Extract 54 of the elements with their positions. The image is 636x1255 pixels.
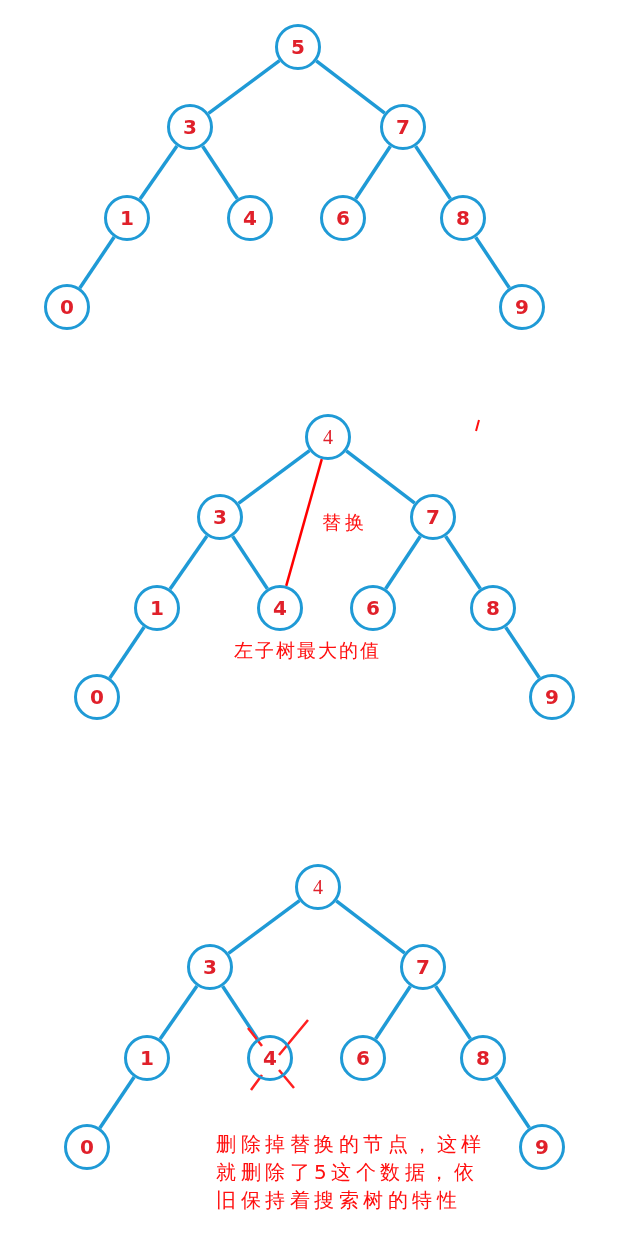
tree-node: 9: [499, 284, 545, 330]
tree-edge: [207, 59, 281, 115]
tree-node: 0: [64, 1124, 110, 1170]
tree-node: 6: [340, 1035, 386, 1081]
tree-edge: [221, 985, 259, 1040]
tree-node: 9: [529, 674, 575, 720]
tree-node: 7: [400, 944, 446, 990]
tree-node: 1: [134, 585, 180, 631]
node-caption: 左子树最大的值: [234, 638, 381, 663]
tree-node: 4: [305, 414, 351, 460]
note-text: 删除掉替换的节点，这样就删除了5这个数据，依旧保持着搜索树的特性: [216, 1131, 487, 1214]
tree-edge: [227, 899, 301, 955]
tree-node: 1: [104, 195, 150, 241]
tree-edge: [138, 144, 179, 201]
tree-node: 0: [44, 284, 90, 330]
tree-edge: [345, 449, 416, 505]
tree-node: 8: [470, 585, 516, 631]
tree-node: 4: [295, 864, 341, 910]
tree-node: 8: [440, 195, 486, 241]
tree-edge: [168, 534, 209, 591]
tree-node: 6: [350, 585, 396, 631]
tree-edge: [474, 236, 511, 289]
tree-node: 7: [410, 494, 456, 540]
tree-edge: [444, 535, 482, 590]
tree-node: 7: [380, 104, 426, 150]
tree-edge: [414, 145, 452, 200]
tree-edge: [237, 449, 311, 505]
tree-edge: [494, 1076, 531, 1129]
tree-edge: [78, 236, 116, 289]
tree-node: 3: [197, 494, 243, 540]
tree-node: 4: [247, 1035, 293, 1081]
tree-node: 3: [167, 104, 213, 150]
tree-node: 4: [227, 195, 273, 241]
tree-edge: [231, 535, 269, 590]
tree-edge: [354, 145, 392, 200]
replacement-line: [285, 458, 323, 587]
tree-node: 6: [320, 195, 366, 241]
tree-node: 0: [74, 674, 120, 720]
tree-edge: [158, 984, 199, 1041]
tree-node: 4: [257, 585, 303, 631]
tree-edge: [504, 626, 541, 679]
tree-edge: [201, 145, 239, 200]
tree-edge: [315, 59, 386, 115]
tree-node: 9: [519, 1124, 565, 1170]
tree-edge: [374, 985, 412, 1040]
tree-edge: [108, 626, 146, 679]
tree-edge: [384, 535, 422, 590]
tree-edge: [434, 985, 472, 1040]
tree-node: 3: [187, 944, 233, 990]
tree-node: 5: [275, 24, 321, 70]
tree-node: 1: [124, 1035, 170, 1081]
tree-node: 8: [460, 1035, 506, 1081]
tree-edge: [98, 1076, 136, 1129]
tree-edge: [335, 899, 406, 955]
